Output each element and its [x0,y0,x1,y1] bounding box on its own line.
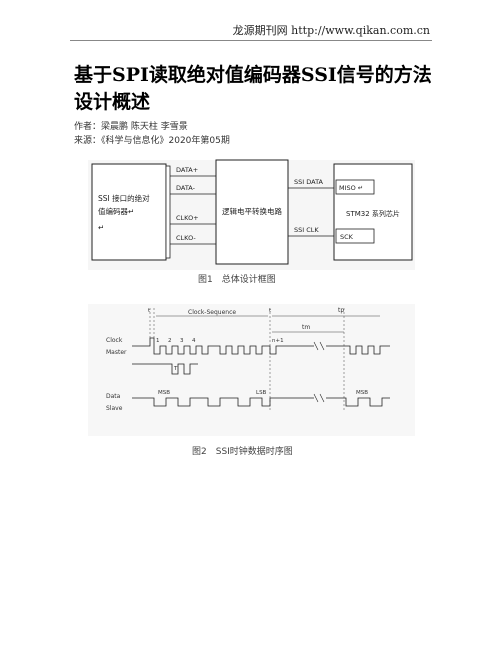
label-msb-end: MSB [356,390,368,396]
label-n-plus-1: n+1 [272,338,284,344]
label-t-period: T [173,366,178,372]
title-line-2: 设计概述 [74,91,151,113]
pin-miso: MISO ↵ [339,184,363,192]
signal-clko-plus: CLKO+ [176,214,199,222]
signal-clko-minus: CLKO- [176,234,196,242]
label-clock-sequence: Clock-Sequence [188,309,236,316]
figure-1-caption: 图1 总体设计框图 [198,273,276,285]
article-source: 来源：《科学与信息化》2020年第05期 [74,136,230,146]
header-divider [70,40,432,41]
pin-sck: SCK [340,233,354,241]
label-msb-start: MSB [158,390,170,396]
clock-label-1: Clock [106,337,123,344]
encoder-label-2: 值编码器↵ [98,206,134,216]
label-t2: t [269,308,272,314]
signal-ssi-data: SSI DATA [294,178,324,186]
label-lsb: LSB [256,390,267,396]
encoder-label-3: ↵ [98,223,104,232]
encoder-block [91,163,167,261]
label-t1: t [148,308,151,314]
article-title: 基于SPI读取绝对值编码器SSI信号的方法 设计概述 [74,62,434,116]
clock-number-3: 3 [180,338,184,344]
label-tm: tm [302,324,310,331]
clock-label-2: Master [106,349,127,356]
signal-data-minus: DATA- [176,184,196,192]
article-authors: 作者：梁晨鹏 陈天柱 李雪景 [74,122,188,132]
title-line-1: 基于SPI读取绝对值编码器SSI信号的方法 [74,64,432,86]
data-label-1: Data [106,393,121,400]
stm32-label: STM32 系列芯片 [346,209,400,218]
data-label-2: Slave [106,405,123,412]
level-converter-block [215,159,289,265]
level-converter-label: 逻辑电平转换电路 [222,206,282,216]
clock-number-1: 1 [156,338,160,344]
figure-2-timing-diagram: t t Clock-Sequence tp tm Clock Master 1 … [88,302,415,462]
figure-2-caption: 图2 SSI时钟数据时序图 [192,445,293,457]
clock-number-2: 2 [168,338,172,344]
clock-number-4: 4 [192,338,196,344]
encoder-label-1: SSI 接口的绝对 [98,193,150,203]
figure-1-block-diagram: SSI 接口的绝对 值编码器↵ ↵ DATA+ DATA- CLKO+ CLKO… [88,158,415,292]
signal-data-plus: DATA+ [176,166,198,174]
label-tp: tp [338,307,344,314]
journal-header: 龙源期刊网 http://www.qikan.com.cn [232,24,430,37]
signal-ssi-clk: SSI CLK [294,226,319,234]
